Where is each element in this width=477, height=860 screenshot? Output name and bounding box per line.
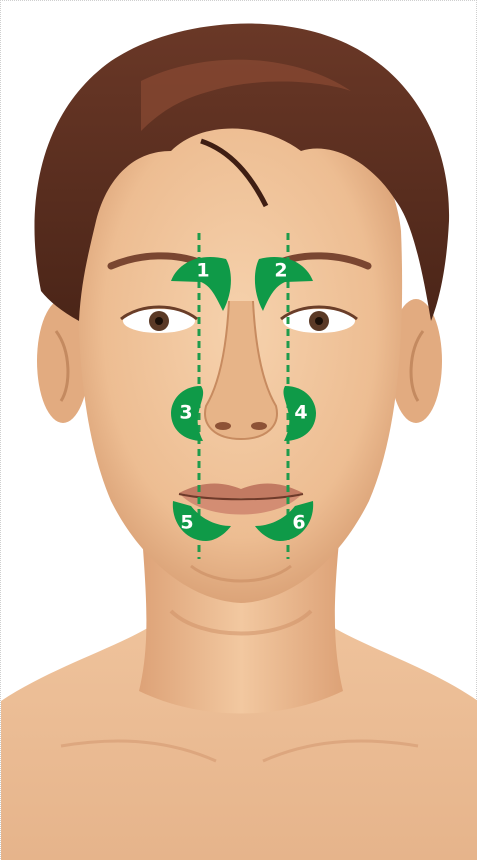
point-2-label: 2 <box>274 260 287 282</box>
right-pupil <box>315 317 323 325</box>
point-6-label: 6 <box>292 512 305 534</box>
point-3-label: 3 <box>179 402 192 424</box>
left-nostril <box>215 422 231 430</box>
left-pupil <box>155 317 163 325</box>
point-4-label: 4 <box>294 402 307 424</box>
point-1-label: 1 <box>196 260 209 282</box>
point-5-label: 5 <box>180 512 193 534</box>
right-nostril <box>251 422 267 430</box>
